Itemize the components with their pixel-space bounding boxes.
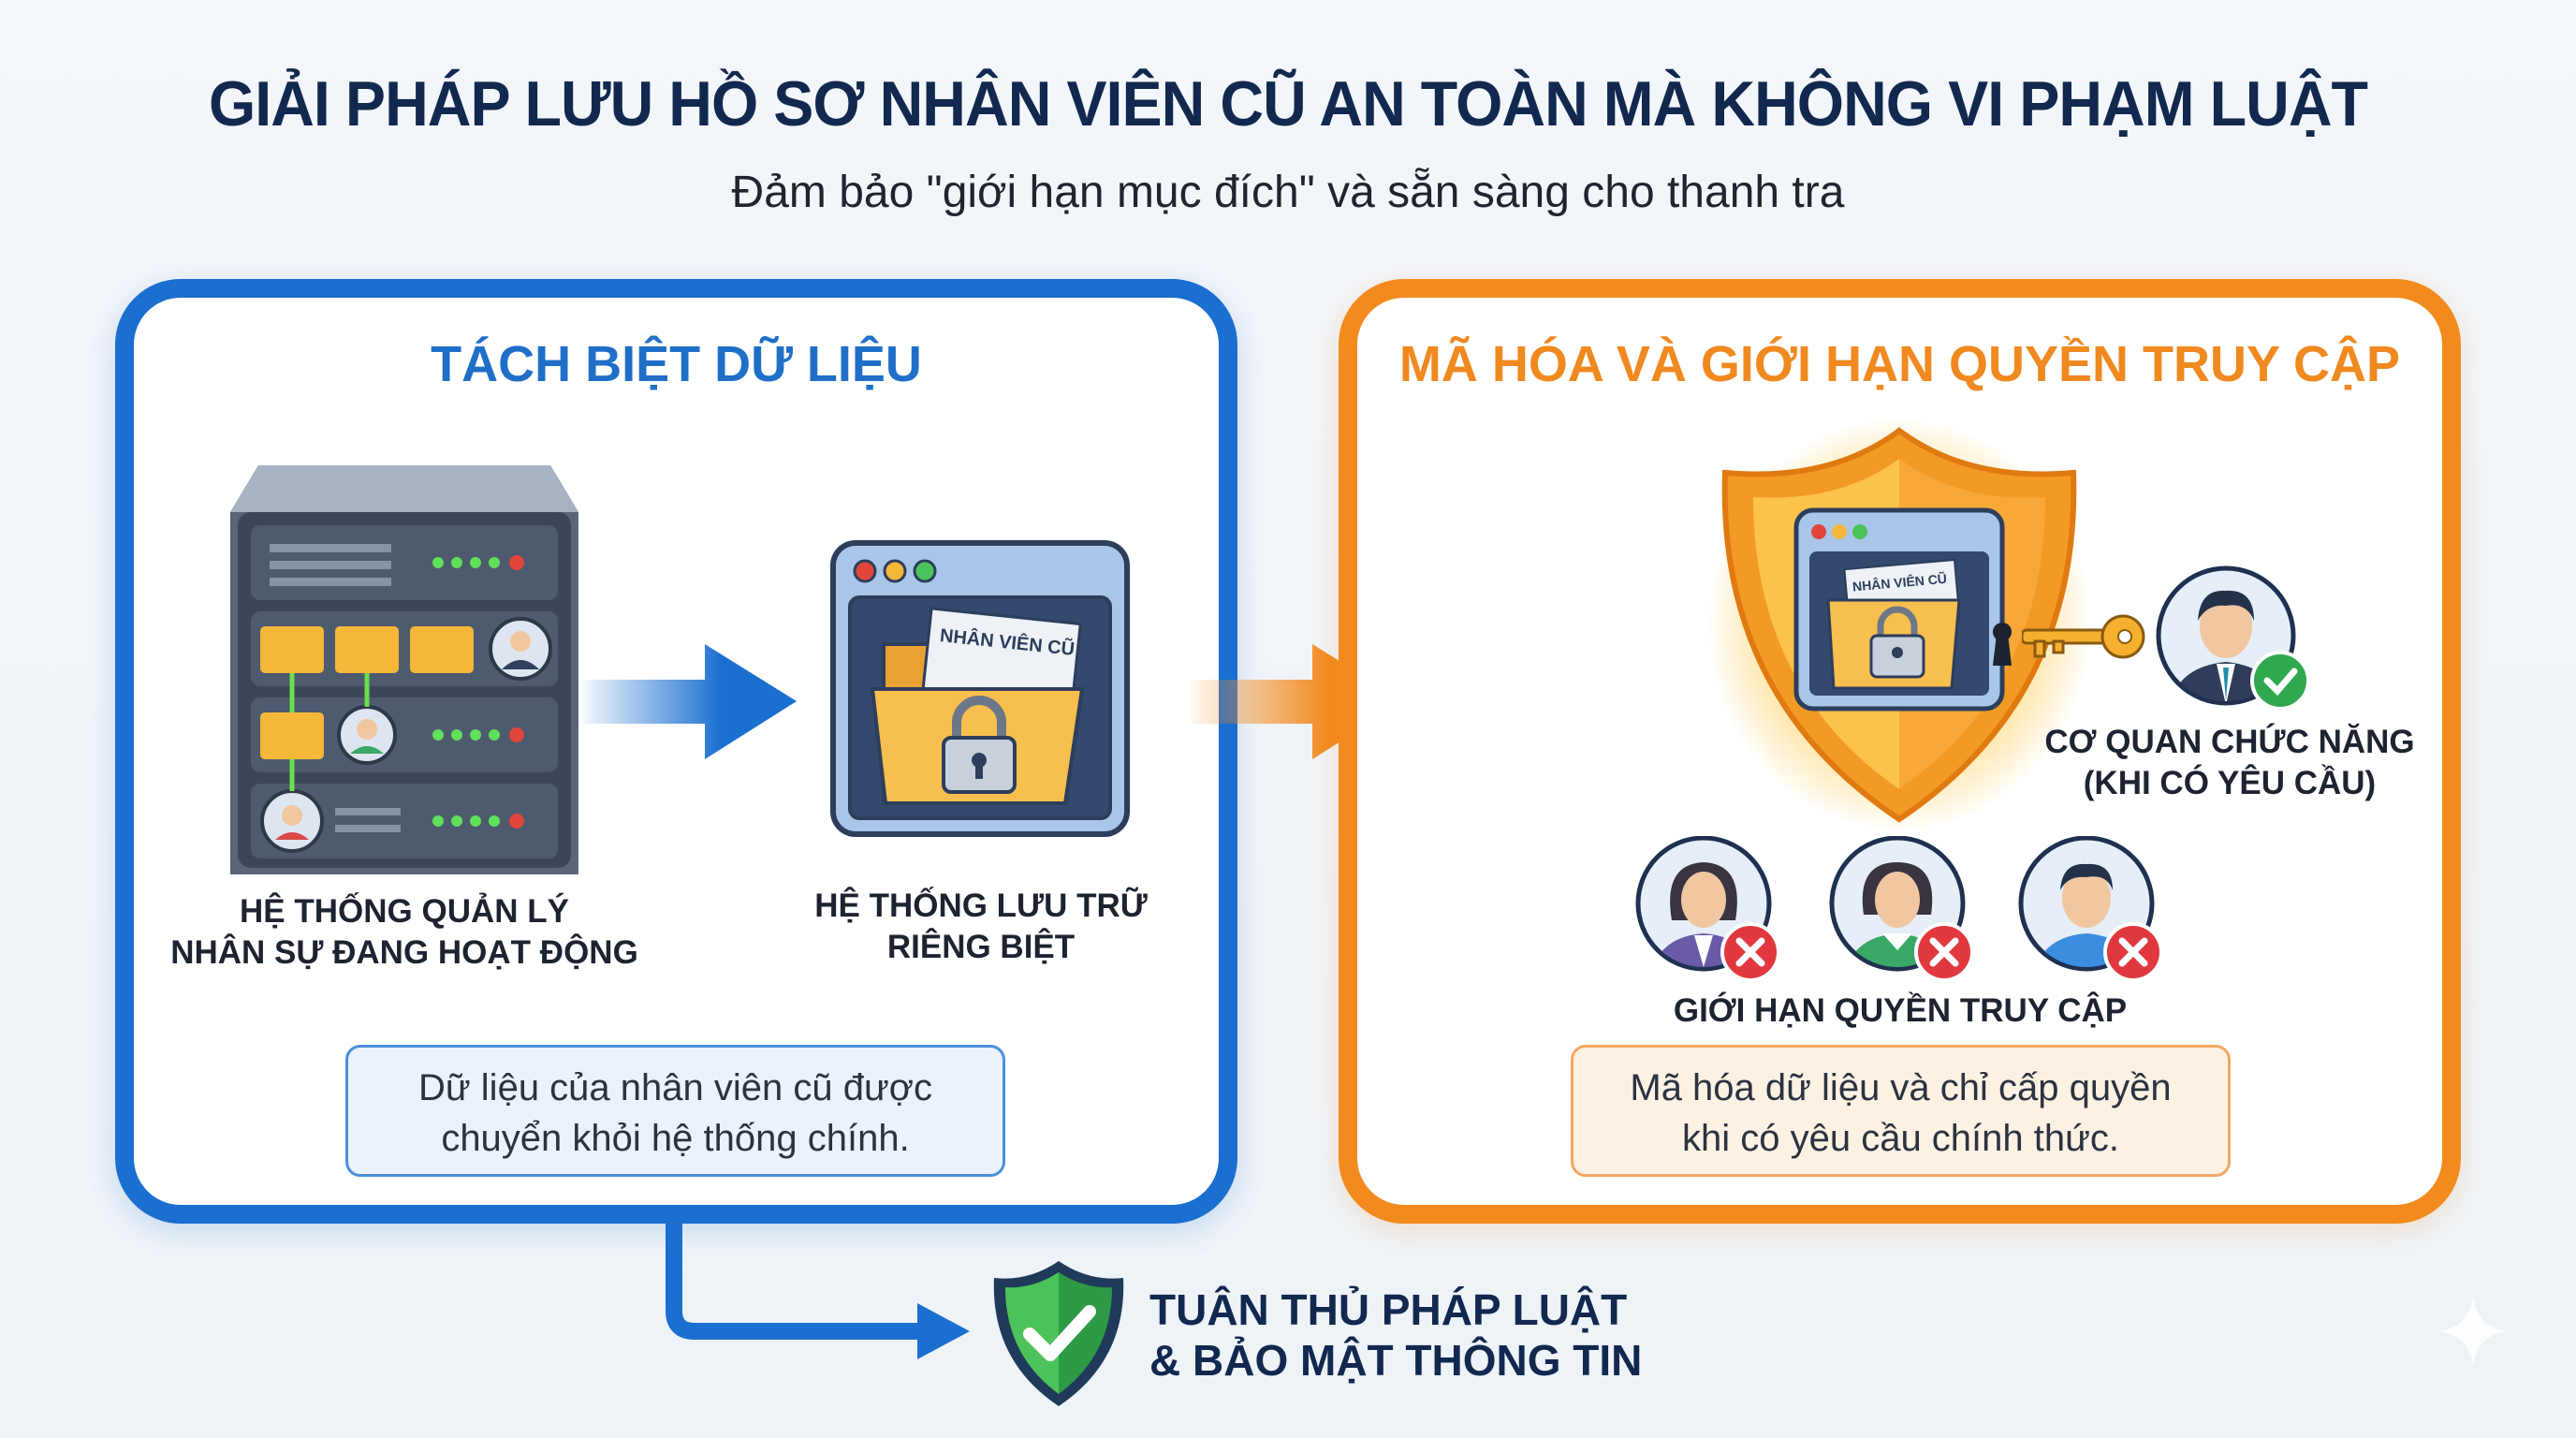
restricted-access-label: GIỚI HẠN QUYỀN TRUY CẬP [1673,992,2128,1029]
data-separation-heading: TÁCH BIỆT DỮ LIỆU [431,336,922,392]
note-line: khi có yêu cầu chính thức. [1681,1118,2120,1159]
page-title: GIẢI PHÁP LƯU HỒ SƠ NHÂN VIÊN CŨ AN TOÀN… [208,68,2368,139]
label-line: HỆ THỐNG LƯU TRỮ [814,888,1148,924]
authority-avatar [2156,565,2310,711]
note-line: chuyển khỏi hệ thống chính. [441,1118,910,1159]
data-separation-note: Dữ liệu của nhân viên cũ được chuyển khỏ… [345,1045,1005,1177]
authority-label: CƠ QUAN CHỨC NĂNG (KHI CÓ YÊU CẦU) [2024,722,2436,804]
active-hr-system-label: HỆ THỐNG QUẢN LÝ NHÂN SỰ ĐANG HOẠT ĐỘNG [170,891,638,974]
transfer-arrow-icon [583,644,797,759]
restricted-user-avatar [2018,836,2163,982]
label-line: HỆ THỐNG QUẢN LÝ [240,893,569,930]
compliance-connector-arrow [666,1217,970,1359]
label-line: (KHI CÓ YÊU CẦU) [2083,765,2377,801]
encryption-access-heading: MÃ HÓA VÀ GIỚI HẠN QUYỀN TRUY CẬP [1398,336,2401,392]
sparkle-icon [2438,1297,2508,1366]
note-line: Mã hóa dữ liệu và chỉ cấp quyền [1630,1067,2172,1108]
access-key-icon [2022,614,2145,659]
label-line: & BẢO MẬT THÔNG TIN [1149,1336,1643,1385]
separate-storage-icon: NHÂN VIÊN CŨ [830,540,1130,837]
label-line: RIÊNG BIỆT [886,929,1076,965]
restricted-user-avatar [1829,836,1974,982]
restricted-user-avatar [1635,836,1780,982]
label-line: TUÂN THỦ PHÁP LUẬT [1149,1285,1628,1334]
note-line: Dữ liệu của nhân viên cũ được [418,1067,932,1108]
encryption-note: Mã hóa dữ liệu và chỉ cấp quyền khi có y… [1571,1045,2231,1177]
server-icon [230,465,578,874]
label-line: NHÂN SỰ ĐANG HOẠT ĐỘNG [170,934,638,971]
separate-storage-label: HỆ THỐNG LƯU TRỮ RIÊNG BIỆT [794,886,1168,968]
compliance-shield-icon [993,1261,1124,1406]
compliance-label: TUÂN THỦ PHÁP LUẬT & BẢO MẬT THÔNG TIN [1149,1284,1642,1386]
security-shield-icon: NHÂN VIÊN CŨ [1706,417,2092,832]
approved-check-icon [2250,651,2310,711]
label-line: CƠ QUAN CHỨC NĂNG [2044,724,2415,760]
page-subtitle: Đảm bảo "giới hạn mục đích" và sẵn sàng … [731,168,1845,217]
